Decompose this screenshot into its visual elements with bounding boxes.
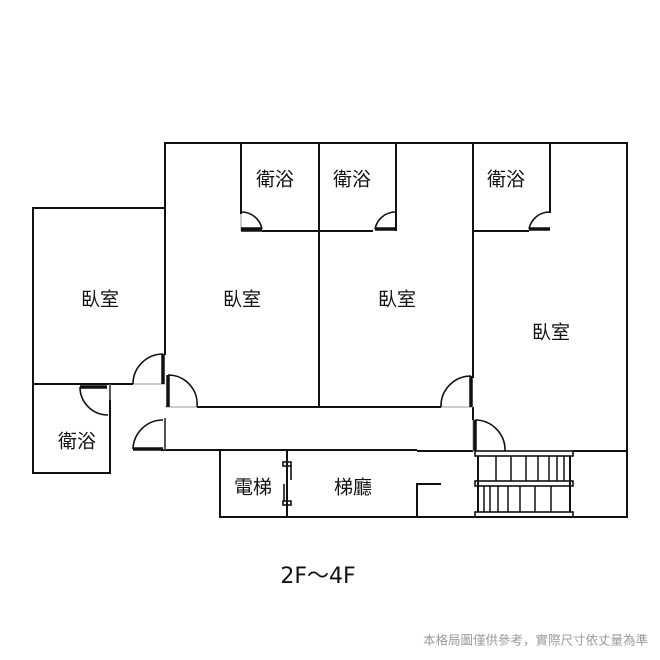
room-label-bedroom: 臥室 bbox=[223, 289, 261, 311]
staircase bbox=[474, 450, 574, 518]
room-label-bathroom: 衛浴 bbox=[256, 169, 294, 191]
disclaimer: 本格局圖僅供參考，實際尺寸依丈量為準 bbox=[423, 633, 648, 648]
room-label-bedroom: 臥室 bbox=[378, 289, 416, 311]
room-label-bathroom: 衛浴 bbox=[58, 431, 96, 453]
doors bbox=[79, 211, 551, 506]
room-label-bedroom: 臥室 bbox=[532, 322, 570, 344]
room-label-bathroom: 衛浴 bbox=[333, 169, 371, 191]
room-label-bedroom: 臥室 bbox=[81, 289, 119, 311]
floor-label: 2F～4F bbox=[280, 564, 355, 589]
room-label-bathroom: 衛浴 bbox=[487, 169, 525, 191]
room-label-lobby: 梯廳 bbox=[334, 477, 372, 499]
walls bbox=[32, 142, 628, 518]
room-label-elevator: 電梯 bbox=[234, 477, 272, 499]
